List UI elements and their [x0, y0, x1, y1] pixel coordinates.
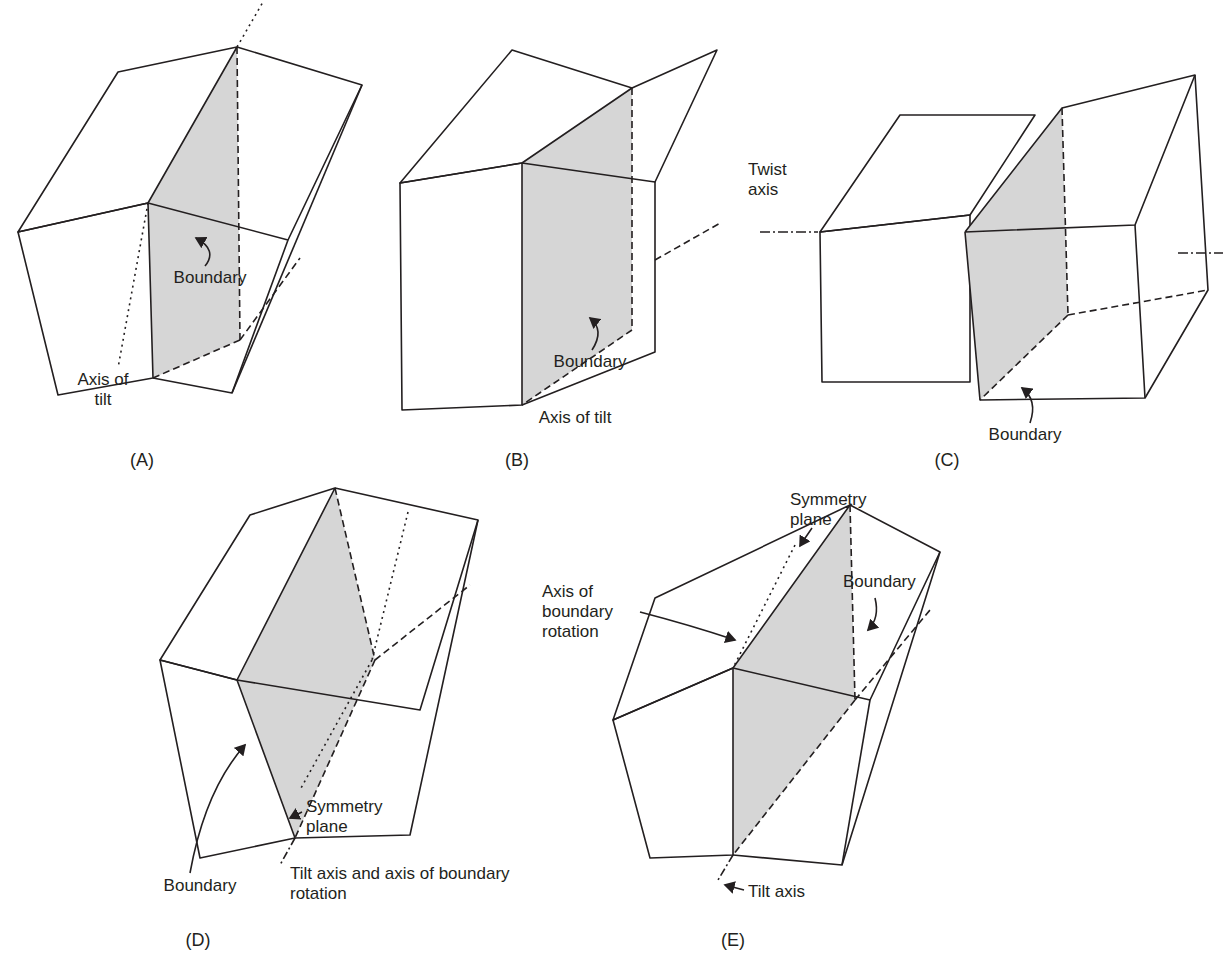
axis-label: Axis of tilt	[68, 370, 138, 410]
axis-label: Tilt axis	[748, 882, 838, 902]
symmetry-label: Symmetry plane	[790, 490, 880, 530]
boundary-label: Boundary	[160, 268, 260, 288]
panel-letter: (A)	[122, 450, 162, 470]
axis-label: Axis of tilt	[515, 408, 635, 428]
panel-letter: (D)	[178, 930, 218, 950]
axis-label: Tilt axis and axis of boundary rotation	[290, 864, 515, 904]
axis-label: Axis of boundary rotation	[542, 582, 642, 642]
panel-letter: (C)	[927, 450, 967, 470]
boundary-label: Boundary	[975, 425, 1075, 445]
panel-letter: (E)	[713, 930, 753, 950]
symmetry-label: Symmetry plane	[306, 797, 398, 837]
axis-label: Twist axis	[748, 160, 810, 200]
boundary-label: Boundary	[843, 572, 943, 592]
boundary-label: Boundary	[540, 352, 640, 372]
panel-letter: (B)	[497, 450, 537, 470]
boundary-label: Boundary	[150, 876, 250, 896]
